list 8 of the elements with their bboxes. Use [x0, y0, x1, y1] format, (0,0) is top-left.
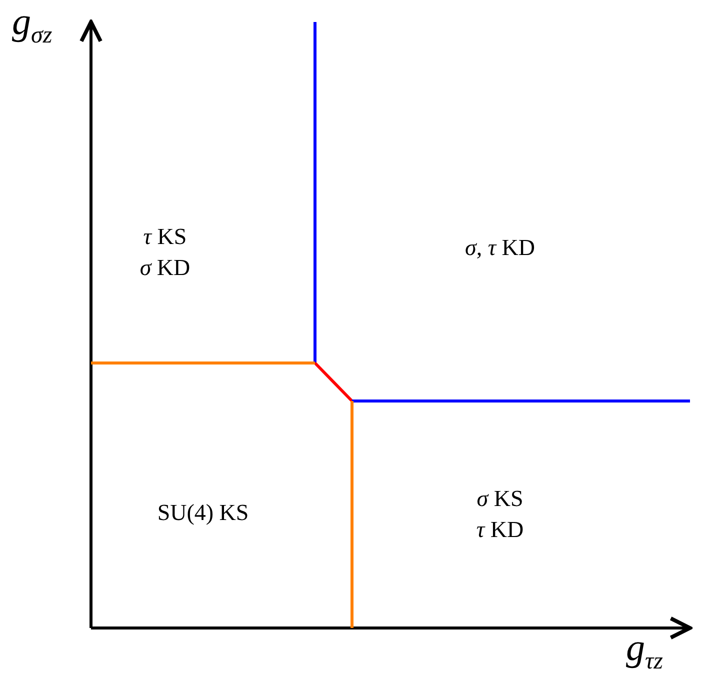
- axis-label: g$_{σz}$: [12, 2, 52, 49]
- region-label: σ, τ KD: [464, 235, 536, 260]
- region-label: τ KD: [476, 517, 524, 542]
- region-label: σ KS: [476, 486, 524, 512]
- axis-label: g$_{τz}$: [626, 628, 663, 675]
- region-label: τ KS: [143, 224, 187, 250]
- region-label: σ KD: [140, 255, 190, 280]
- region-label: SU(4) KS: [157, 500, 249, 526]
